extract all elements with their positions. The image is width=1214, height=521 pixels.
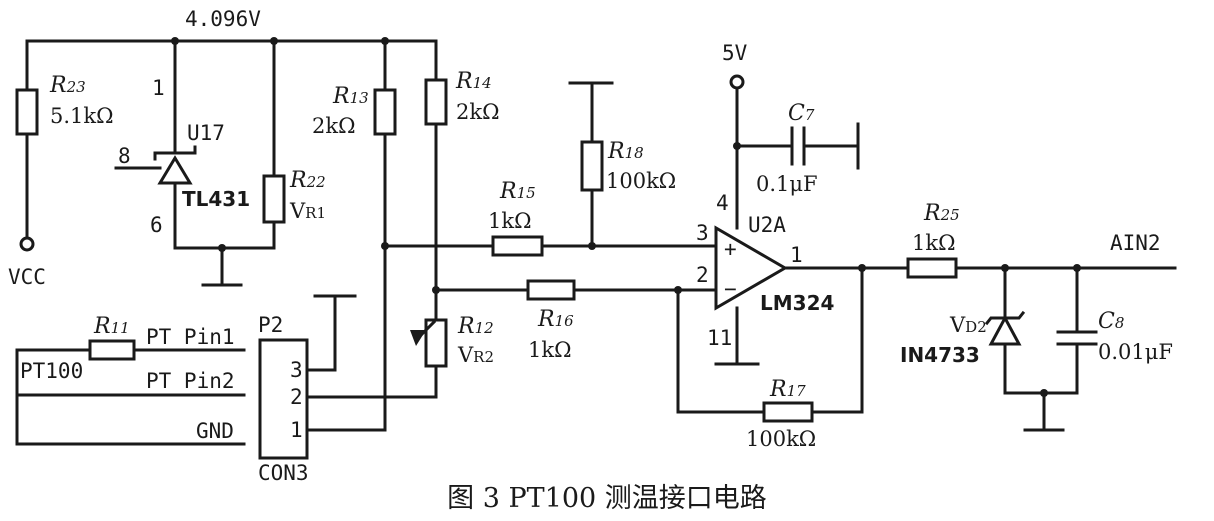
junction-dot [432, 286, 440, 294]
r14-ref: R14 [455, 69, 492, 94]
r22-body [262, 174, 286, 224]
u2a-ref: U2A [748, 213, 786, 237]
junction-dot [1001, 264, 1009, 272]
junction-dot [733, 142, 741, 150]
r23-value: 5.1kΩ [50, 104, 114, 128]
c8-value: 0.01μF [1098, 340, 1173, 364]
junction-dot [1040, 389, 1048, 397]
r17-value: 100kΩ [746, 427, 816, 451]
r15-body [491, 235, 544, 257]
vd2-zener-bar [984, 310, 1026, 326]
p2-connector-body [258, 338, 309, 460]
junction-dot [270, 37, 278, 45]
vcc-terminal [19, 236, 35, 252]
vd2-zener-symbol [988, 314, 1022, 346]
u17-tl431-symbol [157, 155, 193, 185]
pt-pin1-label: PT Pin1 [146, 325, 235, 349]
u2a-pin1: 1 [790, 243, 803, 267]
vcc-label: VCC [8, 265, 46, 289]
r18-value: 100kΩ [606, 169, 676, 193]
pt100-label: PT100 [20, 359, 83, 383]
gnd-label: GND [196, 419, 234, 443]
r13-body [373, 88, 397, 136]
u2a-opamp-symbol [714, 225, 788, 311]
p2-pin2: 2 [290, 385, 303, 409]
u2a-part: LM324 [760, 291, 834, 315]
r23-ref: R23 [49, 73, 86, 98]
r25-ref: R25 [923, 201, 960, 226]
r13-value: 2kΩ [312, 114, 356, 138]
p2-pin1: 1 [290, 418, 303, 442]
vd2-ref: VD2 [949, 313, 987, 337]
pt100-loop-wire [15, 348, 246, 446]
junction-dot [588, 242, 596, 250]
p2-part: CON3 [258, 461, 309, 485]
u17-ref: U17 [187, 121, 225, 145]
r16-ref: R16 [537, 307, 574, 332]
c8-ref: C8 [1098, 309, 1124, 334]
u2a-pin4: 4 [716, 191, 729, 215]
u2a-pin11: 11 [707, 326, 732, 350]
r12-ref: R12 [457, 314, 494, 339]
r25-value: 1kΩ [912, 231, 956, 255]
r12-wiper-head [410, 330, 426, 346]
junction-dot [858, 264, 866, 272]
labels: 4.096V VCC 5V AIN2 R23 5.1kΩ 1 U17 8 TL4… [8, 7, 1173, 514]
c7-value: 0.1μF [756, 172, 818, 196]
r11-ref: R11 [93, 314, 130, 339]
r22-alt: VR1 [289, 199, 326, 223]
u17-pin6: 6 [150, 213, 163, 237]
5v-label: 5V [722, 41, 748, 65]
u2a-plus: + [724, 237, 737, 261]
ref-voltage-label: 4.096V [185, 7, 261, 31]
r13-ref: R13 [332, 84, 369, 109]
5v-terminal [729, 74, 745, 90]
ain2-label: AIN2 [1110, 231, 1161, 255]
junction-dot [171, 37, 179, 45]
components [15, 37, 1098, 460]
r23-body [15, 88, 39, 136]
wires [15, 39, 1177, 446]
r22-ref: R22 [289, 168, 326, 193]
junction-dot [674, 286, 682, 294]
r11-body [88, 339, 136, 361]
u2a-pin3: 3 [696, 221, 709, 245]
u2a-minus: − [724, 277, 737, 301]
r15-ref: R15 [499, 179, 536, 204]
r15-value: 1kΩ [488, 209, 532, 233]
u17-part: TL431 [182, 187, 250, 211]
u17-pin8: 8 [118, 144, 131, 168]
p2-ref: P2 [258, 313, 283, 337]
junction-dot [1073, 264, 1081, 272]
r25-body [906, 257, 958, 279]
u17-cathode-bar [153, 145, 197, 155]
vd2-part: IN4733 [900, 343, 980, 367]
r14-body [424, 78, 448, 126]
r18-body [580, 140, 604, 192]
pt-pin2-label: PT Pin2 [146, 369, 235, 393]
r16-body [526, 279, 576, 301]
p2-pin3: 3 [290, 358, 303, 382]
r12-body [424, 318, 448, 368]
u17-pin1: 1 [152, 76, 165, 100]
r12-alt: VR2 [457, 343, 494, 367]
junction-dot [218, 244, 226, 252]
figure-caption: 图 3 PT100 测温接口电路 [447, 483, 767, 514]
junction-dot [381, 37, 389, 45]
r18-ref: R18 [607, 139, 644, 164]
junction-dot [381, 242, 389, 250]
r16-value: 1kΩ [528, 338, 572, 362]
u2a-pin2: 2 [696, 263, 709, 287]
r14-value: 2kΩ [456, 100, 500, 124]
r17-body [762, 401, 814, 423]
r17-ref: R17 [769, 377, 806, 402]
c7-ref: C7 [788, 101, 815, 126]
